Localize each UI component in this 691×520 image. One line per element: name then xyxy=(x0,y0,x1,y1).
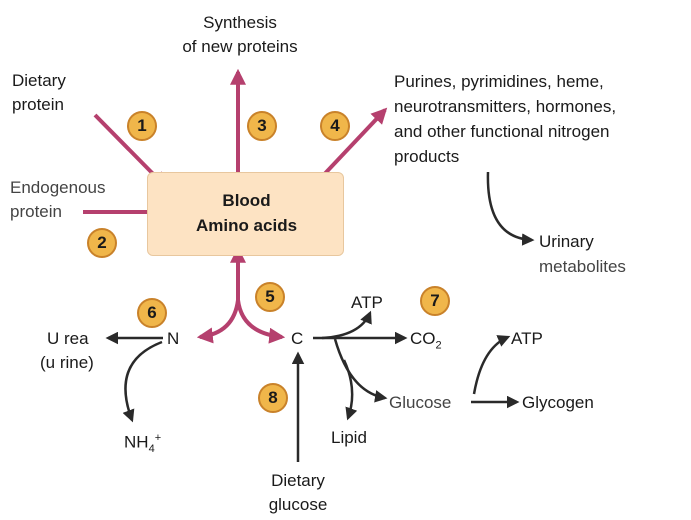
step-badge-5: 5 xyxy=(255,282,285,312)
endogenous-label-1: Endogenous xyxy=(10,178,106,197)
arrow-c-to-lipid xyxy=(342,359,358,421)
urea-label-2: (u rine) xyxy=(40,353,94,372)
arrow-c-to-glucose xyxy=(333,338,388,403)
blood-amino-acids-box: Blood Amino acids xyxy=(147,172,344,256)
purines-label-2: neurotransmitters, hormones, xyxy=(394,97,617,116)
endogenous-label-2: protein xyxy=(10,202,62,221)
dietary-glucose-label-1: Dietary xyxy=(271,471,325,490)
co2-label: CO2 xyxy=(410,328,442,356)
dietary-protein-label-2: protein xyxy=(12,95,64,114)
nh4-subscript: 4 xyxy=(148,443,155,456)
purines-label-3: and other functional nitrogen xyxy=(394,122,610,141)
arrow-to-urinary xyxy=(486,171,535,246)
atp-top-label: ATP xyxy=(351,293,383,312)
box-subtitle: Amino acids xyxy=(195,216,298,235)
step-badge-2: 2 xyxy=(87,228,117,258)
nh4-label: NH4+ xyxy=(124,428,161,460)
step-badge-1: 1 xyxy=(127,111,157,141)
synthesis-label-1: Synthesis xyxy=(203,13,277,32)
arrow-split-n xyxy=(196,299,240,344)
synthesis-label-2: of new proteins xyxy=(182,37,298,56)
purines-label-1: Purines, pyrimidines, heme, xyxy=(394,72,604,91)
n-label: N xyxy=(167,329,180,348)
glycogen-label: Glycogen xyxy=(522,393,594,412)
dietary-protein-label-1: Dietary xyxy=(12,71,66,90)
arrow-nitrogen-products xyxy=(314,107,388,185)
arrow-split-c xyxy=(236,299,286,344)
arrow-n-to-nh4 xyxy=(122,340,163,423)
urea-label-1: U rea xyxy=(47,329,89,348)
urinary-label-1: Urinary xyxy=(539,232,594,251)
nh4-text: NH xyxy=(124,432,149,452)
arrow-c-to-atp xyxy=(321,310,372,340)
step-badge-6: 6 xyxy=(137,298,167,328)
c-label: C xyxy=(291,329,304,348)
lipid-label: Lipid xyxy=(331,428,367,447)
atp-right-label: ATP xyxy=(511,329,543,348)
nh4-superscript: + xyxy=(154,432,162,444)
co2-text: CO xyxy=(410,329,436,348)
arrow-glucose-to-atp xyxy=(472,335,511,395)
step-badge-4: 4 xyxy=(320,111,350,141)
step-badge-3: 3 xyxy=(247,111,277,141)
purines-label-4: products xyxy=(394,147,460,166)
step-badge-8: 8 xyxy=(258,383,288,413)
co2-subscript: 2 xyxy=(435,339,442,352)
box-title: Blood xyxy=(222,191,271,210)
step-badge-7: 7 xyxy=(420,286,450,316)
dietary-glucose-label-2: glucose xyxy=(268,495,328,514)
urinary-label-2: metabolites xyxy=(539,257,626,276)
glucose-label: Glucose xyxy=(389,393,452,412)
